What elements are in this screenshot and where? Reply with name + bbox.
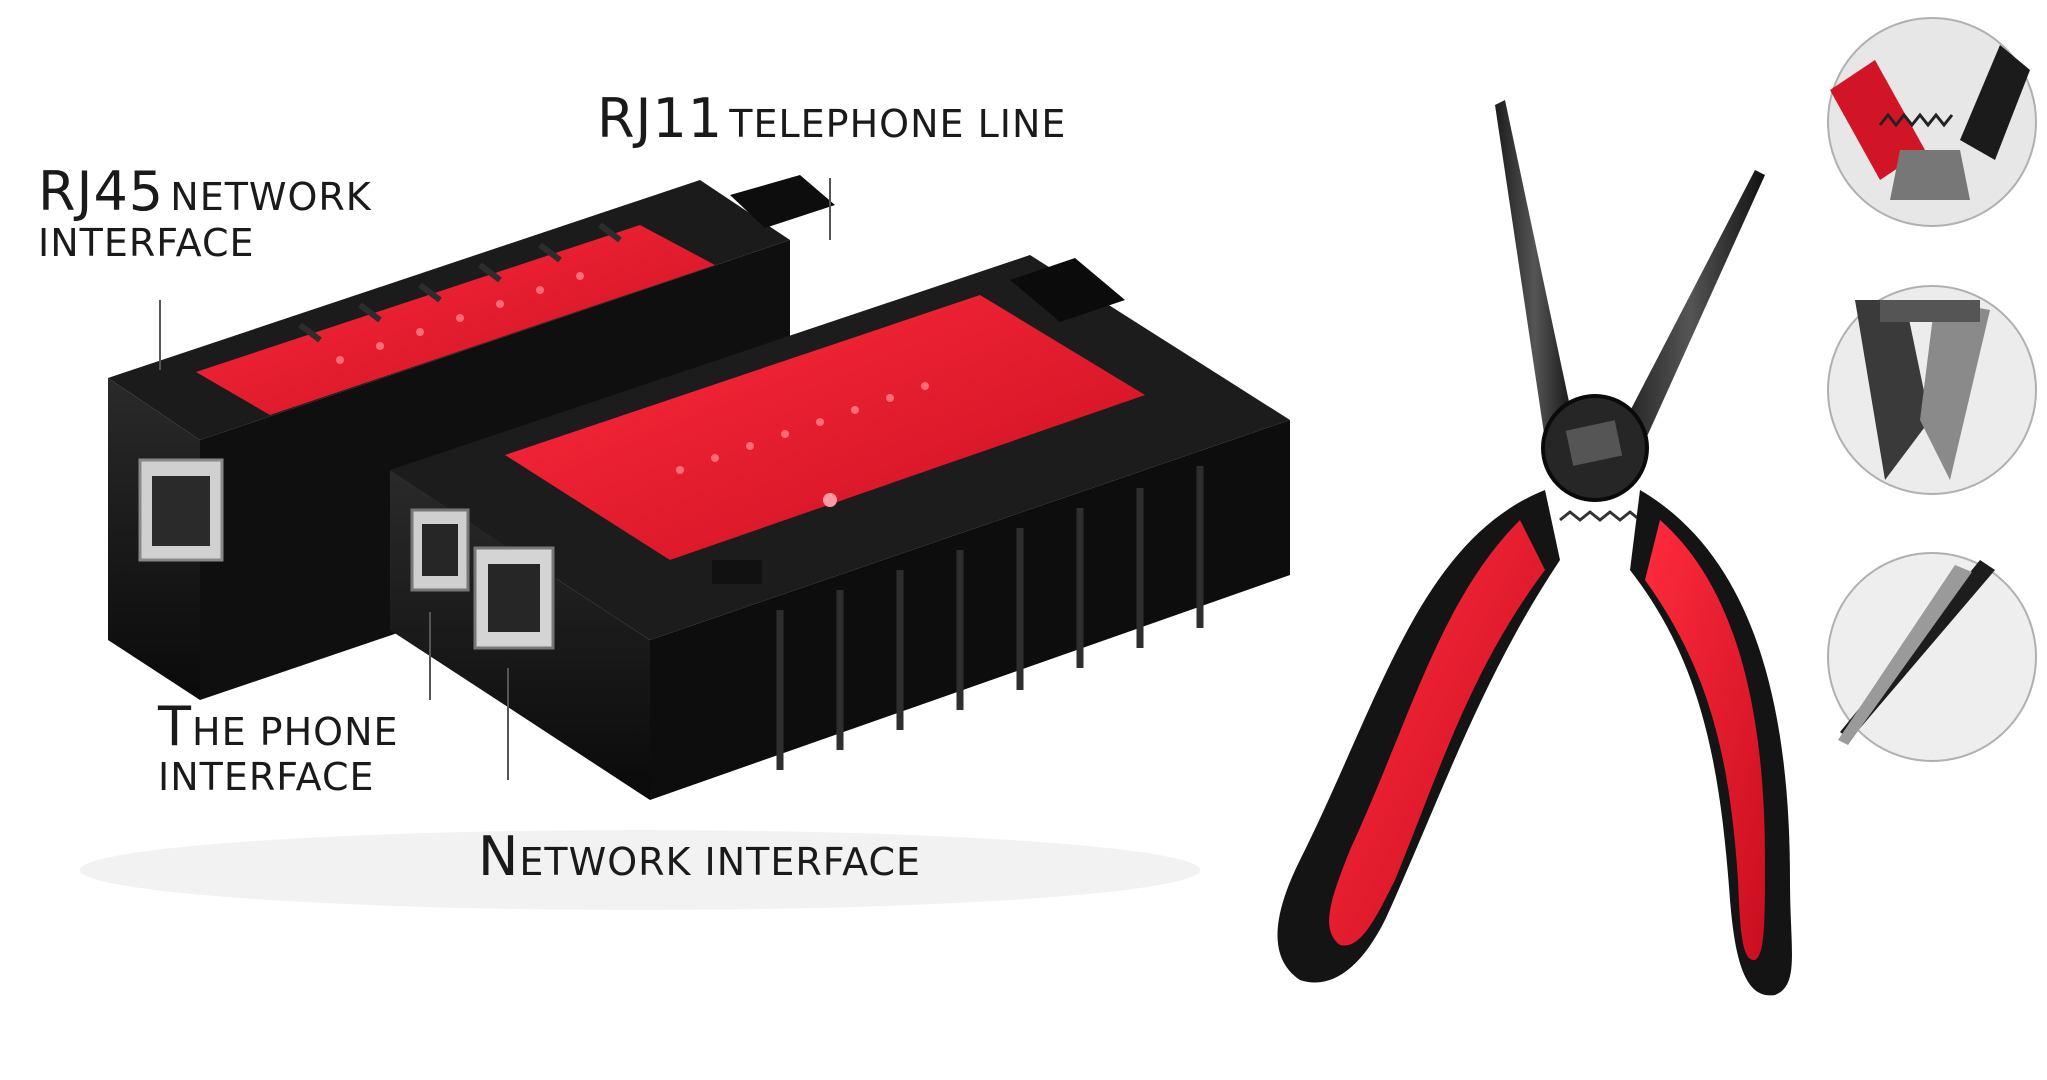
rj45-rest1: NETWORK [170,175,372,219]
rj11-strong: RJ11 [597,87,724,150]
network-label: NETWORK INTERFACE [478,830,921,884]
rj45-strong: RJ45 [38,160,165,223]
pliers-tip-detail [1827,552,2037,762]
cable-tester-main [390,255,1290,800]
phone-label-line1: THE PHONE [158,700,399,754]
phone-strong: T [158,695,192,758]
pliers-spring-detail [1827,17,2037,227]
rj45-label-line1: RJ45 NETWORK [38,165,372,219]
phone-rest1: HE PHONE [192,710,399,754]
rj45-label-line2: INTERFACE [38,224,255,262]
rj11-label: RJ11 TELEPHONE LINE [597,92,1066,146]
network-rest: ETWORK INTERFACE [519,840,922,884]
needle-nose-pliers [1277,100,1792,996]
pliers-jaw-detail [1827,285,2037,495]
phone-label-line2: INTERFACE [158,758,375,796]
phone-rest2: INTERFACE [158,755,375,799]
network-strong: N [478,825,520,888]
rj11-rest: TELEPHONE LINE [729,102,1067,146]
leader-lines [159,178,831,780]
rj45-rest2: INTERFACE [38,221,255,265]
